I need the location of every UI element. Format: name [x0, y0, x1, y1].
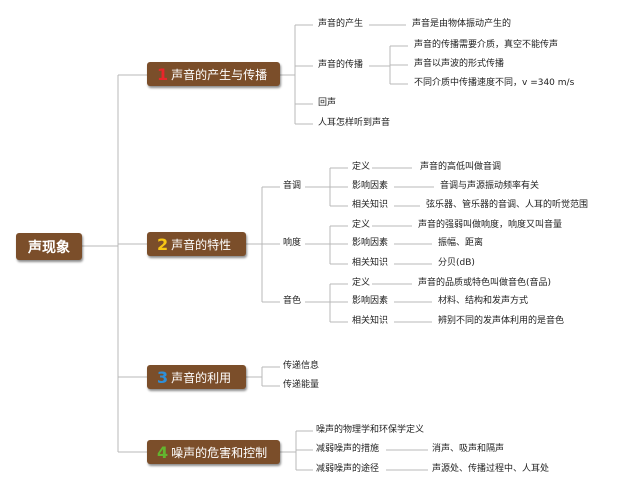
root-node: 声现象 [16, 233, 82, 260]
loudness-factor-label: 影响因素 [352, 238, 389, 248]
branch-4-node: 4 噪声的危害和控制 [147, 440, 280, 464]
topic-hearing: 人耳怎样听到声音 [318, 118, 391, 128]
topic-sound-production: 声音的产生 [318, 19, 364, 29]
topic-pitch: 音调 [283, 181, 302, 191]
pitch-related-label: 相关知识 [352, 200, 389, 210]
note-noise-paths: 声源处、传播过程中、人耳处 [432, 464, 550, 474]
timbre-definition-note: 声音的品质或特色叫做音色(音品) [418, 278, 552, 288]
branch-2-node: 2 声音的特性 [147, 232, 246, 256]
pitch-definition-label: 定义 [352, 162, 371, 172]
branch-4-label: 噪声的危害和控制 [171, 445, 268, 460]
topic-sound-propagation: 声音的传播 [318, 60, 364, 70]
note-propagation-speed: 不同介质中传播速度不同，v =340 m/s [414, 78, 575, 88]
note-noise-measures: 消声、吸声和隔声 [432, 444, 505, 454]
loudness-related-note: 分贝(dB) [438, 258, 475, 268]
branch-1-node: 1 声音的产生与传播 [147, 62, 280, 86]
loudness-definition-label: 定义 [352, 220, 371, 230]
timbre-definition-label: 定义 [352, 278, 371, 288]
note-propagation-wave: 声音以声波的形式传播 [414, 59, 505, 69]
timbre-factor-note: 材料、结构和发声方式 [438, 296, 529, 306]
pitch-factor-label: 影响因素 [352, 181, 389, 191]
note-sound-production: 声音是由物体振动产生的 [412, 19, 512, 29]
branch-2-number: 2 [157, 234, 169, 254]
topic-noise-paths: 减弱噪声的途径 [316, 464, 380, 474]
branch-1-label: 声音的产生与传播 [171, 67, 268, 82]
pitch-related-note: 弦乐器、管乐器的音调、人耳的听觉范围 [426, 200, 589, 210]
topic-noise-measures: 减弱噪声的措施 [316, 444, 380, 454]
root-label: 声现象 [28, 239, 70, 256]
loudness-definition-note: 声音的强弱叫做响度，响度又叫音量 [418, 220, 563, 230]
pitch-factor-note: 音调与声源振动频率有关 [440, 181, 540, 191]
topic-transmit-info: 传递信息 [283, 361, 320, 371]
branch-2-label: 声音的特性 [171, 237, 232, 252]
branch-3-label: 声音的利用 [171, 370, 232, 385]
pitch-definition-note: 声音的高低叫做音调 [420, 162, 502, 172]
loudness-factor-note: 振幅、距离 [438, 238, 484, 248]
topic-noise-definition: 噪声的物理学和环保学定义 [316, 425, 425, 435]
branch-1-number: 1 [157, 64, 169, 84]
loudness-related-label: 相关知识 [352, 258, 389, 268]
timbre-factor-label: 影响因素 [352, 296, 389, 306]
timbre-related-label: 相关知识 [352, 316, 389, 326]
topic-echo: 回声 [318, 98, 337, 108]
topic-transmit-energy: 传递能量 [283, 380, 320, 390]
note-propagation-medium: 声音的传播需要介质，真空不能传声 [414, 40, 559, 50]
branch-4-number: 4 [157, 442, 169, 462]
topic-timbre: 音色 [283, 296, 302, 306]
timbre-related-note: 辨别不同的发声体利用的是音色 [438, 316, 565, 326]
branch-3-number: 3 [157, 367, 169, 387]
topic-loudness: 响度 [283, 238, 302, 248]
branch-3-node: 3 声音的利用 [147, 365, 246, 389]
